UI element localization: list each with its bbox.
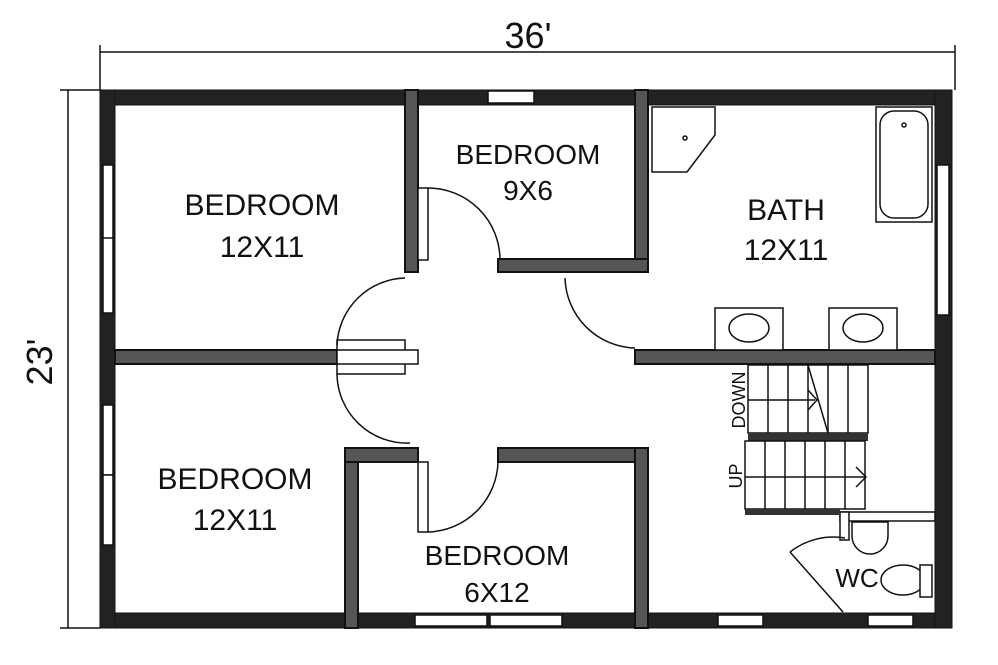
room-bedroom-nw: BEDROOM 12X11	[184, 189, 339, 264]
staircase: DOWN UP	[726, 364, 869, 515]
room-size: 9X6	[503, 175, 553, 206]
room-bedroom-north: BEDROOM 9X6	[456, 139, 601, 206]
height-dimension: 23'	[19, 89, 100, 629]
wc-sink-icon	[851, 521, 889, 555]
room-name: BEDROOM	[456, 139, 601, 170]
room-name: BEDROOM	[157, 463, 312, 496]
room-name: BEDROOM	[184, 189, 339, 222]
room-size: 12X11	[193, 504, 278, 537]
down-arrow-icon	[807, 389, 819, 411]
width-label: 36'	[505, 15, 552, 56]
sink-icon	[828, 307, 898, 351]
height-label: 23'	[19, 339, 60, 386]
windows	[102, 90, 950, 627]
bath-fixtures	[651, 106, 933, 598]
interior-walls	[114, 89, 936, 629]
room-size: 6X12	[464, 577, 529, 608]
room-name: WC	[835, 563, 878, 593]
room-size: 12X11	[744, 234, 829, 267]
room-bedroom-south: BEDROOM 6X12	[425, 540, 570, 608]
room-name: BEDROOM	[425, 540, 570, 571]
room-size: 12X11	[220, 231, 305, 264]
room-name: BATH	[747, 194, 825, 227]
up-arrow-icon	[855, 466, 868, 488]
room-bath: BATH 12X11	[744, 194, 829, 267]
toilet-icon	[880, 564, 926, 596]
sink-icon	[714, 307, 784, 351]
room-wc: WC	[835, 563, 878, 593]
doors	[336, 187, 846, 613]
bathtub-icon	[875, 106, 933, 223]
stairs-up-label: UP	[726, 463, 746, 488]
room-bedroom-sw: BEDROOM 12X11	[157, 463, 312, 537]
stairs-down-label: DOWN	[729, 372, 749, 429]
width-dimension: 36'	[99, 15, 956, 90]
